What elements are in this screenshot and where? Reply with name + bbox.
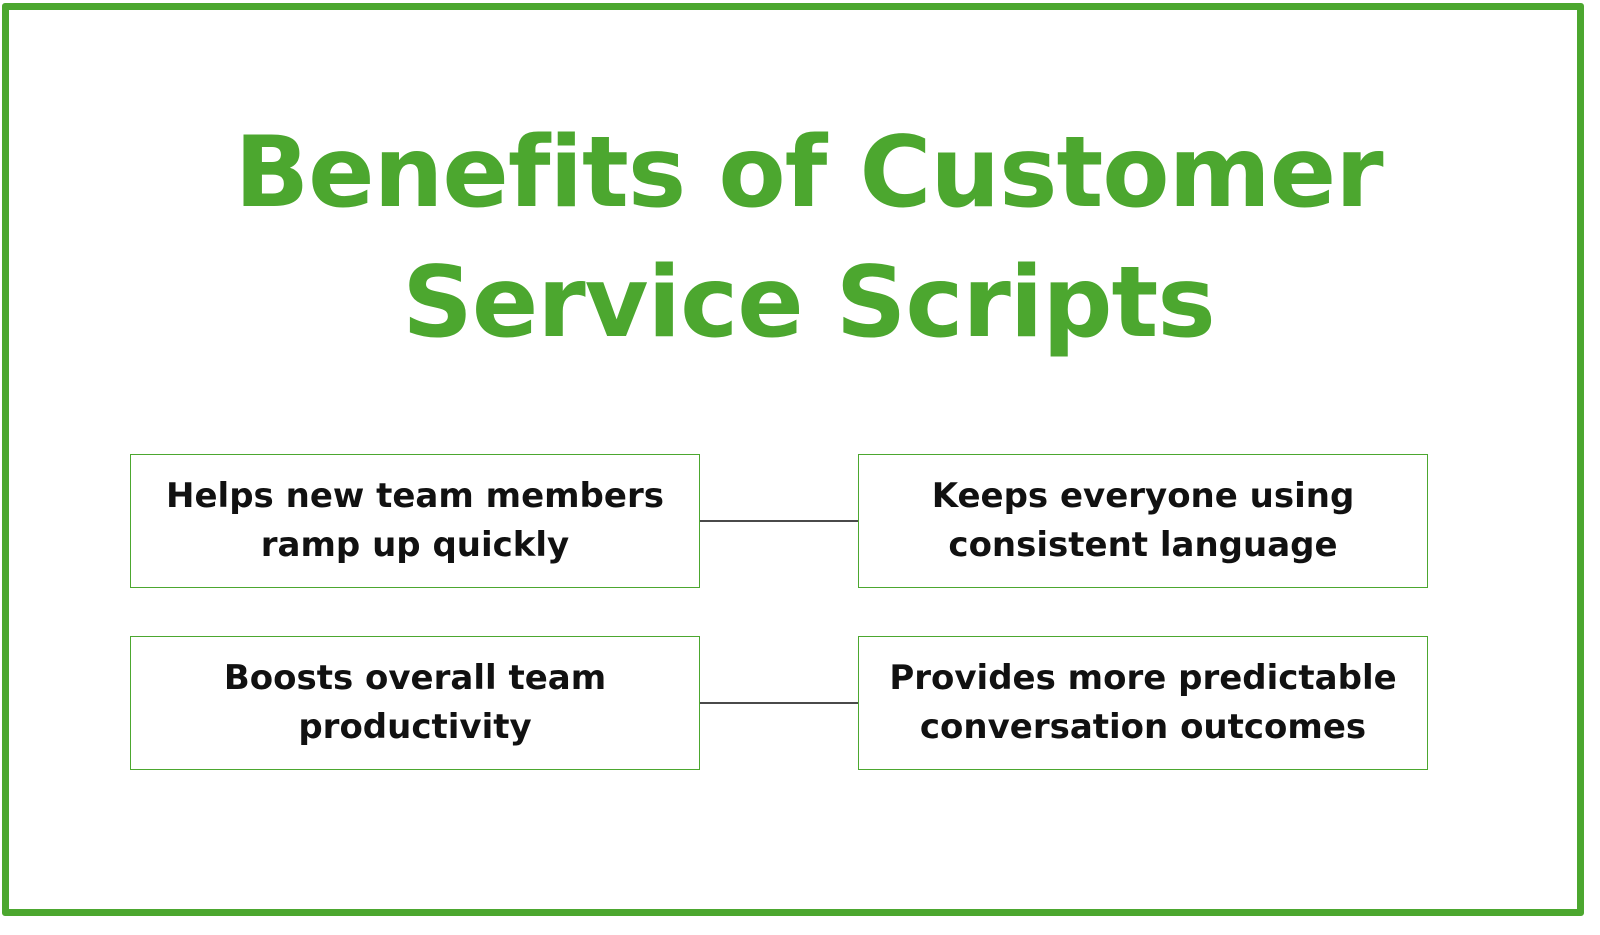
benefit-text: Keeps everyone using consistent language — [931, 476, 1355, 565]
benefit-text: Boosts overall team productivity — [223, 658, 607, 747]
page-title: Benefits of Customer Service Scripts — [0, 108, 1600, 368]
benefit-box-consistent-language: Keeps everyone using consistent language — [858, 454, 1428, 588]
benefit-box-ramp-up: Helps new team members ramp up quickly — [130, 454, 700, 588]
benefit-text: Provides more predictable conversation o… — [889, 658, 1397, 747]
benefit-box-predictable-outcomes: Provides more predictable conversation o… — [858, 636, 1428, 770]
connector-line-top — [700, 520, 858, 522]
title-line-2: Service Scripts — [402, 246, 1215, 360]
benefit-text: Helps new team members ramp up quickly — [166, 476, 664, 565]
benefit-box-productivity: Boosts overall team productivity — [130, 636, 700, 770]
connector-line-bottom — [700, 702, 858, 704]
title-line-1: Benefits of Customer — [234, 116, 1383, 230]
